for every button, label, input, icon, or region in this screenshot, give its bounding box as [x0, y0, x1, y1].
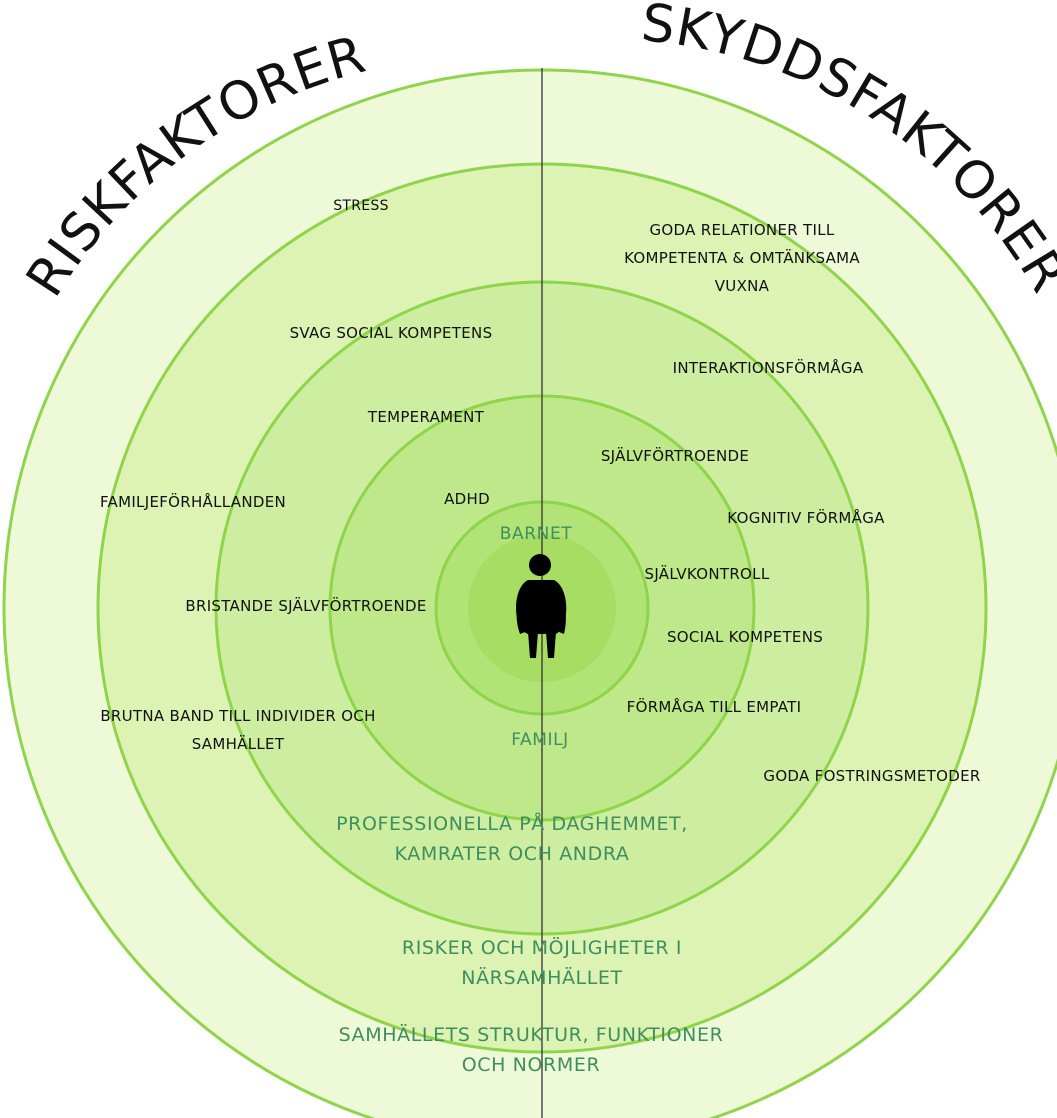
risk-temperament: TEMPERAMENT [367, 408, 485, 426]
child-silhouette-icon [516, 554, 567, 658]
zone-label-community: RISKER OCH MÖJLIGHETER I NÄRSAMHÄLLET [402, 933, 682, 993]
zone-label-daycare-line1: PROFESSIONELLA PÅ DAGHEMMET, [336, 813, 688, 835]
zone-label-daycare-line2: KAMRATER OCH ANDRA [394, 843, 630, 865]
protective-good-parenting: GODA FOSTRINGSMETODER [763, 767, 981, 785]
zone-label-community-line2: NÄRSAMHÄLLET [461, 967, 623, 989]
protective-social-competence: SOCIAL KOMPETENS [666, 628, 824, 646]
protective-interaction-ability: INTERAKTIONSFÖRMÅGA [672, 359, 864, 377]
zone-label-society-line2: OCH NORMER [461, 1054, 601, 1076]
zone-label-community-line1: RISKER OCH MÖJLIGHETER I [401, 937, 683, 959]
protective-self-control: SJÄLVKONTROLL [644, 565, 770, 583]
zone-label-society: SAMHÄLLETS STRUKTUR, FUNKTIONER OCH NORM… [339, 1020, 724, 1080]
protective-good-relations: GODA RELATIONER TILL KOMPETENTA & OMTÄNK… [624, 216, 860, 300]
protective-good-relations-line1: GODA RELATIONER TILL [649, 221, 835, 239]
risk-broken-bonds-line2: SAMHÄLLET [191, 735, 285, 753]
risk-broken-bonds-line1: BRUTNA BAND TILL INDIVIDER OCH [100, 707, 376, 725]
zone-label-family: FAMILJ [511, 730, 569, 750]
risk-adhd: ADHD [444, 490, 490, 508]
protective-cognitive-ability: KOGNITIV FÖRMÅGA [727, 509, 885, 527]
zone-label-daycare: PROFESSIONELLA PÅ DAGHEMMET, KAMRATER OC… [336, 809, 688, 869]
zone-label-society-line1: SAMHÄLLETS STRUKTUR, FUNKTIONER [338, 1024, 724, 1046]
protective-good-relations-line2: KOMPETENTA & OMTÄNKSAMA [624, 249, 860, 267]
protective-empathy: FÖRMÅGA TILL EMPATI [626, 698, 802, 716]
risk-weak-social-competence: SVAG SOCIAL KOMPETENS [289, 324, 493, 342]
risk-family-conditions: FAMILJEFÖRHÅLLANDEN [99, 493, 287, 511]
zone-label-child: BARNET [499, 524, 573, 544]
protective-good-relations-line3: VUXNA [714, 277, 770, 295]
risk-broken-bonds: BRUTNA BAND TILL INDIVIDER OCH SAMHÄLLET [100, 702, 375, 758]
risk-lacking-self-esteem: BRISTANDE SJÄLVFÖRTROENDE [185, 597, 427, 615]
protective-self-confidence: SJÄLVFÖRTROENDE [600, 447, 750, 465]
risk-stress: STRESS [333, 198, 389, 214]
